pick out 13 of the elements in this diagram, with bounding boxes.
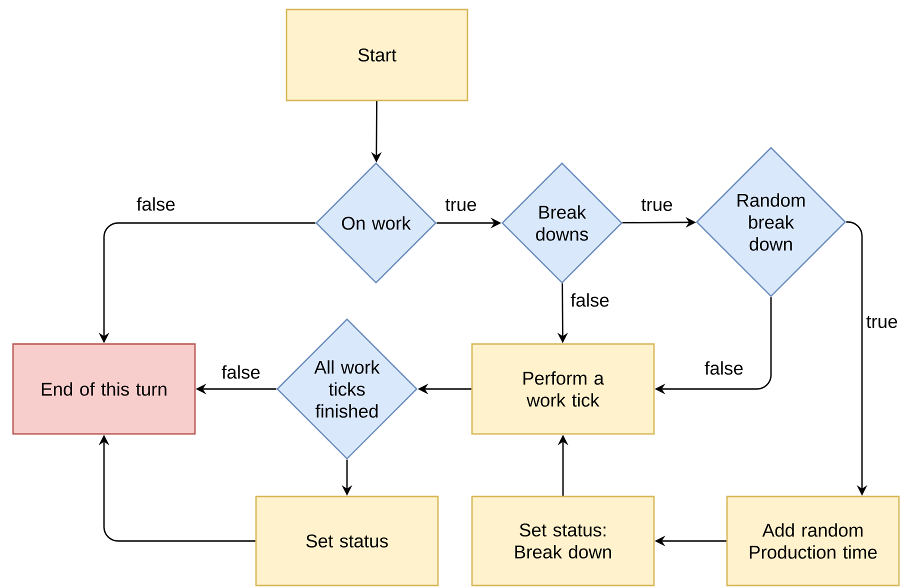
edge-label: false (220, 363, 262, 381)
edge-label: true (639, 197, 675, 213)
edge-label: false (134, 195, 178, 213)
edge-label: true (864, 314, 900, 330)
process-box: Add random Production time (726, 496, 900, 586)
process-box: End of this turn (12, 343, 196, 435)
process-box: Set status (255, 496, 439, 586)
edge-label: false (568, 291, 612, 309)
process-box: Set status: Break down (471, 496, 655, 586)
edge-label: false (702, 359, 746, 377)
process-box: Start (286, 8, 468, 102)
edge-label: true (443, 197, 479, 213)
process-box: Perform a work tick (471, 343, 655, 435)
